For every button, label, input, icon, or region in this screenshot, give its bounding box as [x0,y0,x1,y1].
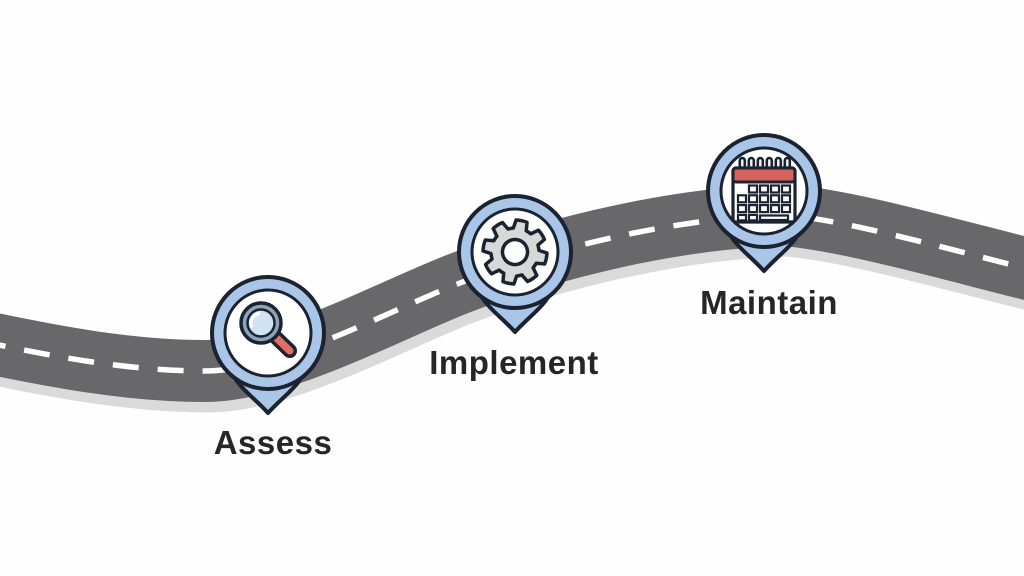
milestone-pin-maintain [706,133,822,273]
gear-hub [500,237,530,267]
magnifier-icon [239,301,298,359]
milestone-label-assess: Assess [213,424,333,461]
gear-icon [481,218,549,286]
milestone-pin-assess [210,275,326,415]
calendar-grid [736,184,792,222]
calendar-wide-bar [758,214,790,222]
calendar-header [731,166,797,184]
milestone-label-maintain: Maintain [700,284,838,321]
milestone-label-implement: Implement [429,344,599,381]
milestone-pin-implement [457,194,573,334]
calendar-icon [731,156,797,224]
magnifier-highlight [249,312,260,328]
